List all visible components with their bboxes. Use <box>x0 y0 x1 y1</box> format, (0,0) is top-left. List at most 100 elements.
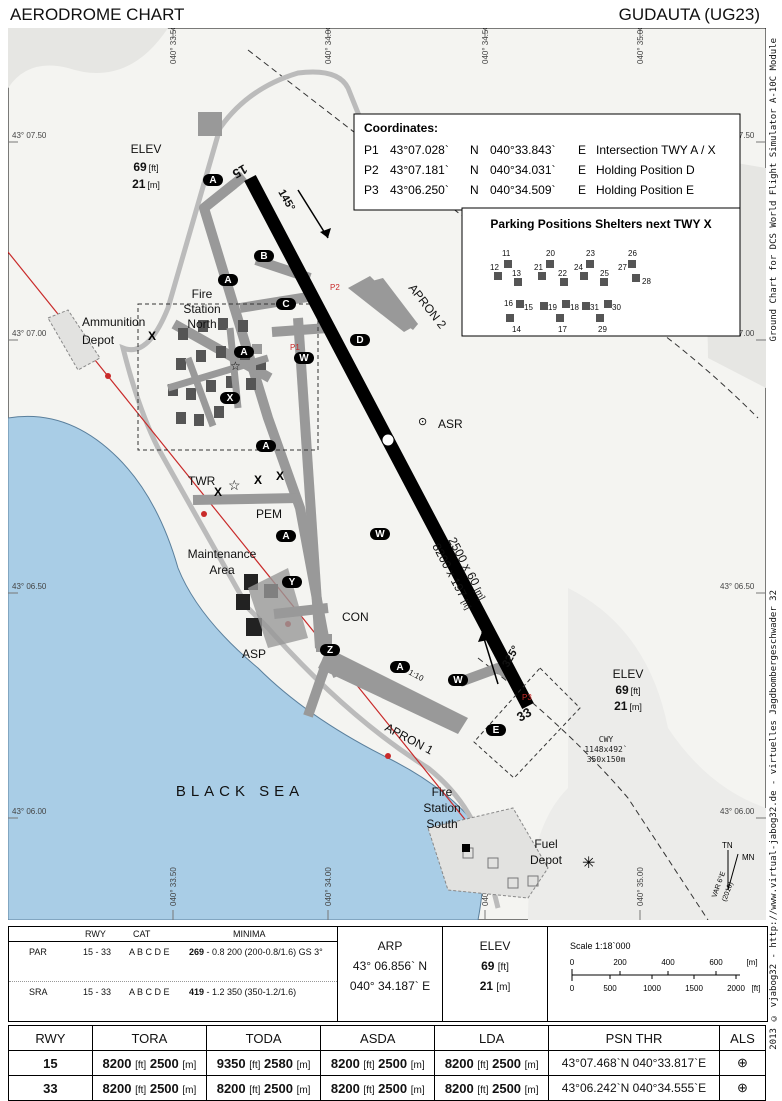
approach-info-panel: RWY CAT MINIMA PAR 15 - 33 A B C D E 269… <box>8 926 768 1022</box>
scale-ft-500: 500 <box>603 984 617 993</box>
coords-p3-ew: E <box>578 183 586 197</box>
arp-lat: 43° 06.856` N <box>352 959 428 973</box>
aerodrome-map: 040° 33.50 040° 34.00 040° 34.50 040° 35… <box>8 28 766 920</box>
side-text-top: Ground Chart for DCS World Flight Simula… <box>769 38 779 342</box>
hdr-tora: TORA <box>91 1025 208 1051</box>
park-21: 21 <box>534 263 543 272</box>
sra-type: SRA <box>29 987 48 997</box>
twy-badge-d: D <box>356 335 363 346</box>
approach-hdr-rwy: RWY <box>85 929 106 939</box>
park-25: 25 <box>600 269 609 278</box>
park-18: 18 <box>570 303 579 312</box>
fire-south-2: Station <box>423 801 460 815</box>
park-17: 17 <box>558 325 567 334</box>
parking-panel: Parking Positions Shelters next TWY X 11… <box>461 207 741 337</box>
twy-badge-a2: A <box>224 275 231 286</box>
park-12: 12 <box>490 263 499 272</box>
hdg-325-arrow <box>481 631 499 685</box>
park-22: 22 <box>558 269 567 278</box>
coords-p1-lat: 43°07.028` <box>390 143 449 157</box>
twy-badge-w2: W <box>375 529 385 540</box>
lat-label-left-1: 43° 07.50 <box>12 131 47 140</box>
scale-ft-unit: [ft] <box>752 984 761 993</box>
park-23: 23 <box>586 249 595 258</box>
elev-ft: 69 [ft] <box>481 959 509 973</box>
twy-badge-w1: W <box>299 353 309 364</box>
par-rwy: 15 - 33 <box>83 947 112 957</box>
park-31: 31 <box>590 303 599 312</box>
lon-label-top-4: 040° 35.00 <box>636 28 645 64</box>
scale-ticks <box>571 969 737 981</box>
fuel-depot-area <box>427 807 549 899</box>
row33-lda: 8200 [ft] 2500 [m] <box>434 1075 550 1101</box>
elev-panel: ELEV 69 [ft] 21 [m] <box>443 927 548 1021</box>
sra-minima: 419 - 1.2 350 (350-1.2/1.6) <box>189 987 297 997</box>
clearway-area <box>473 667 581 779</box>
cwy-label-3: 350x150m <box>587 755 626 764</box>
coords-p1-ew: E <box>578 143 586 157</box>
maintenance-label-2: Area <box>209 563 235 577</box>
coords-p3-ns: N <box>470 183 479 197</box>
hdg-145-arrowhead <box>320 228 331 238</box>
coords-p2-ns: N <box>470 163 479 177</box>
coords-p1-desc: Intersection TWY A / X <box>596 143 716 157</box>
asr-label: ASR <box>438 417 463 431</box>
approach-divider <box>9 981 337 983</box>
hdr-lda: LDA <box>434 1025 550 1051</box>
fire-north-3: North <box>187 317 216 331</box>
coords-p2-lon: 040°34.031` <box>490 163 556 177</box>
row15-thr: 43°07.468`N 040°33.817`E <box>548 1050 720 1076</box>
runway-table-header: RWY TORA TODA ASDA LDA PSN THR ALS <box>8 1025 767 1051</box>
lat-label-left-2: 43° 07.00 <box>12 329 47 338</box>
twy-badge-x: X <box>227 393 234 404</box>
sea-label: BLACK SEA <box>176 783 304 800</box>
cwy-label-2: 1148x492` <box>584 744 627 754</box>
elev-left-label: ELEV <box>131 142 162 156</box>
approach-hdr-cat: CAT <box>133 929 151 939</box>
fire-south-3: South <box>426 817 457 831</box>
cwy-label-1: CWY <box>599 735 614 744</box>
lon-label-bottom-2: 040° 34.00 <box>324 867 333 906</box>
land-patch-se <box>528 588 766 920</box>
park-29: 29 <box>598 325 607 334</box>
coords-p2-id: P2 <box>364 163 379 177</box>
tower-icon: ☆ <box>228 477 241 493</box>
shelter-area-boundary <box>137 303 319 451</box>
twr-label: TWR <box>188 474 216 488</box>
svg-text:X: X <box>254 473 262 487</box>
approach-hdr-minima: MINIMA <box>233 929 266 939</box>
hdg-145-arrow <box>297 189 329 239</box>
north-mn: MN <box>742 853 755 862</box>
park-20: 20 <box>546 249 555 258</box>
svg-text:X: X <box>214 485 222 499</box>
elev-right-label: ELEV <box>613 667 644 681</box>
fuel-depot-marker <box>462 844 470 852</box>
twy-badge-a1: A <box>209 175 216 186</box>
park-28: 28 <box>642 277 651 286</box>
ammo-label-1: Ammunition <box>82 315 145 329</box>
park-30: 30 <box>612 303 621 312</box>
side-text-bottom: 2013 © vjabog32 - http://www.virtual-jab… <box>769 590 779 1050</box>
parking-title: Parking Positions Shelters next TWY X <box>490 217 711 231</box>
north-tn: TN <box>722 841 733 850</box>
p1-label: P1 <box>290 343 300 352</box>
rwy-33-label: 33 <box>514 704 534 724</box>
park-24: 24 <box>574 263 583 272</box>
hdr-toda: TODA <box>205 1025 322 1051</box>
side-credits: Ground Chart for DCS World Flight Simula… <box>767 30 781 1075</box>
p3-label: P3 <box>522 693 532 702</box>
par-cat: A B C D E <box>129 947 170 957</box>
lon-label-top-1: 040° 33.50 <box>169 28 178 64</box>
row33-als: ⊕ <box>718 1075 767 1101</box>
als-crosshair-icon: ⊕ <box>737 1080 748 1095</box>
coords-p1-ns: N <box>470 143 479 157</box>
hdr-rwy: RWY <box>8 1025 93 1051</box>
grid-ticks <box>8 28 766 920</box>
coords-p3-lon: 040°34.509` <box>490 183 556 197</box>
scale-m-400: 400 <box>661 958 675 967</box>
scale-m-0: 0 <box>570 958 575 967</box>
elev-right-ft: 69[ft] <box>615 683 640 697</box>
park-26: 26 <box>628 249 637 258</box>
als-crosshair-icon: ⊕ <box>737 1055 748 1070</box>
